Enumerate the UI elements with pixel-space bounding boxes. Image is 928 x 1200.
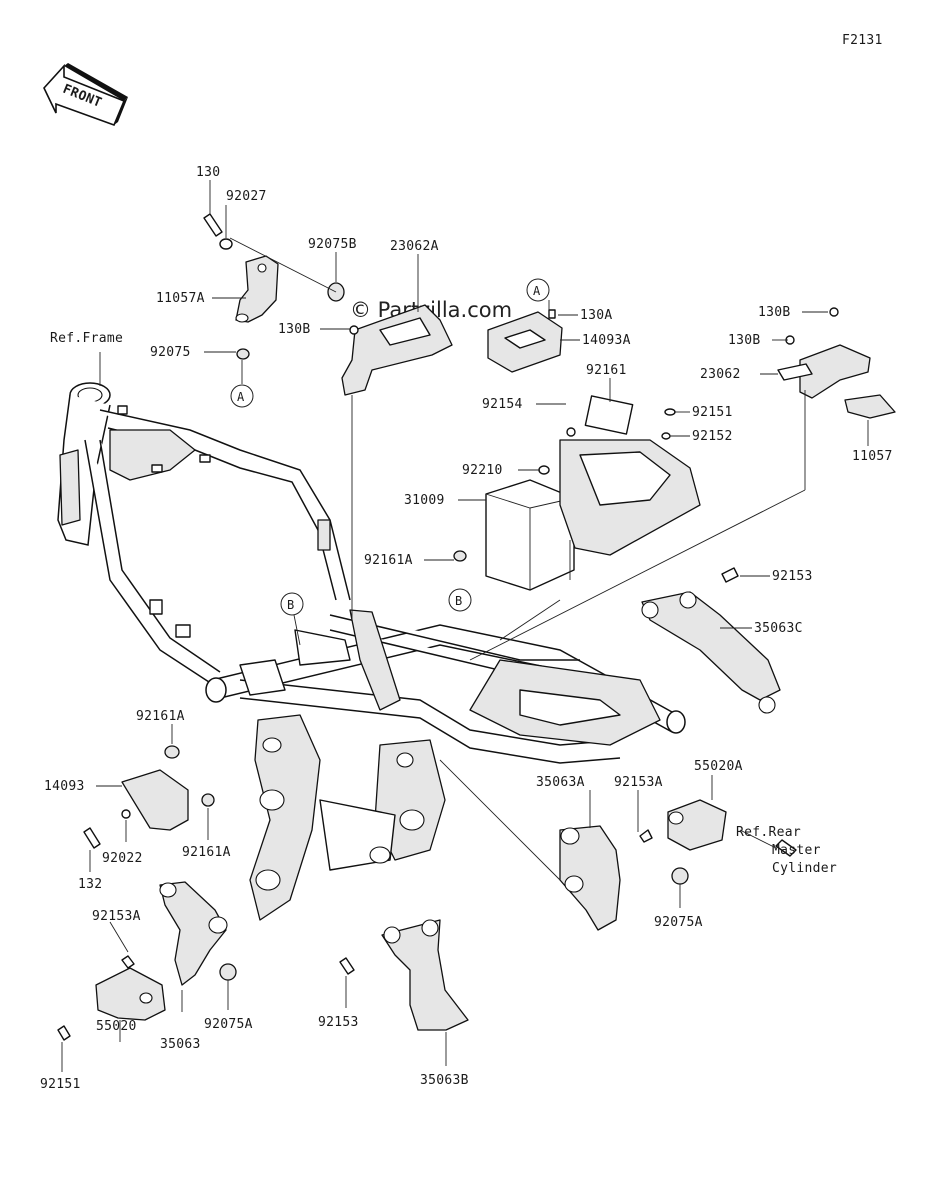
- cover-14093A: [487, 309, 563, 373]
- ref-frame-label: Ref.Frame: [50, 331, 123, 346]
- bracket-35063B: [339, 919, 469, 1031]
- part-label: 35063A: [536, 775, 585, 790]
- part-label: 130B: [728, 333, 761, 348]
- part-label: 132: [78, 877, 102, 892]
- part-label: 92075A: [204, 1017, 253, 1032]
- figure-id: F2131: [842, 33, 883, 48]
- svg-text:B: B: [455, 594, 462, 608]
- part-label: 130: [196, 165, 220, 180]
- part-label: 92075A: [654, 915, 703, 930]
- bracket-35063A: [559, 825, 653, 931]
- part-label: 130B: [758, 305, 791, 320]
- part-label: 35063C: [754, 621, 803, 636]
- part-label: 14093: [44, 779, 85, 794]
- part-label: 92075B: [308, 237, 357, 252]
- part-label: 92151: [692, 405, 733, 420]
- part-label: 92161A: [136, 709, 185, 724]
- part-label: 92153: [318, 1015, 359, 1030]
- svg-text:A: A: [533, 284, 541, 298]
- callout-a-right: A: [526, 278, 550, 302]
- bracket-35063C: [641, 567, 781, 714]
- part-label: 92161: [586, 363, 627, 378]
- part-label: 11057: [852, 449, 893, 464]
- part-label: 130B: [278, 322, 311, 337]
- part-label: 92151: [40, 1077, 81, 1092]
- part-label: 92210: [462, 463, 503, 478]
- main-frame: [57, 382, 686, 921]
- callout-b-frame: B: [280, 592, 304, 616]
- front-arrow-icon: FRONT: [43, 63, 128, 127]
- part-label: 92154: [482, 397, 523, 412]
- leader-lines: [61, 180, 869, 1072]
- ref-rear-line1: Ref.Rear: [736, 825, 801, 840]
- part-label: 23062A: [390, 239, 439, 254]
- part-labels: 130 92027 92075B 11057A 23062A 130B 9207…: [40, 165, 893, 1092]
- cover-14093: [83, 745, 215, 849]
- part-label: 92161A: [182, 845, 231, 860]
- tray-92161: [453, 395, 701, 562]
- ref-rear-line3: Cylinder: [772, 861, 837, 876]
- part-label: 92153A: [614, 775, 663, 790]
- bracket-23062A: [341, 304, 453, 620]
- ref-rear-line2: Master: [772, 843, 821, 858]
- bracket-23062-group: [469, 307, 896, 661]
- part-label: 92022: [102, 851, 143, 866]
- callout-a-upper: A: [230, 384, 254, 408]
- part-label: 55020: [96, 1019, 137, 1034]
- part-label: 92027: [226, 189, 267, 204]
- callout-b-lower: B: [448, 588, 472, 612]
- bracket-35063: [121, 881, 237, 986]
- svg-text:A: A: [237, 390, 245, 404]
- part-label: 92153A: [92, 909, 141, 924]
- part-label: 92161A: [364, 553, 413, 568]
- heelguard-55020: [57, 967, 166, 1041]
- part-label: 92153: [772, 569, 813, 584]
- part-label: 31009: [404, 493, 445, 508]
- bracket-11057A-group: [203, 213, 345, 360]
- part-label: 14093A: [582, 333, 631, 348]
- heelguard-55020A: [667, 799, 797, 885]
- part-label: 55020A: [694, 759, 743, 774]
- part-label: 35063: [160, 1037, 201, 1052]
- part-label: 130A: [580, 308, 613, 323]
- part-label: 35063B: [420, 1073, 469, 1088]
- part-label: 92152: [692, 429, 733, 444]
- part-label: 23062: [700, 367, 741, 382]
- battery-case-31009: [485, 479, 575, 591]
- part-label: 92075: [150, 345, 191, 360]
- part-label: 11057A: [156, 291, 205, 306]
- svg-text:B: B: [287, 598, 294, 612]
